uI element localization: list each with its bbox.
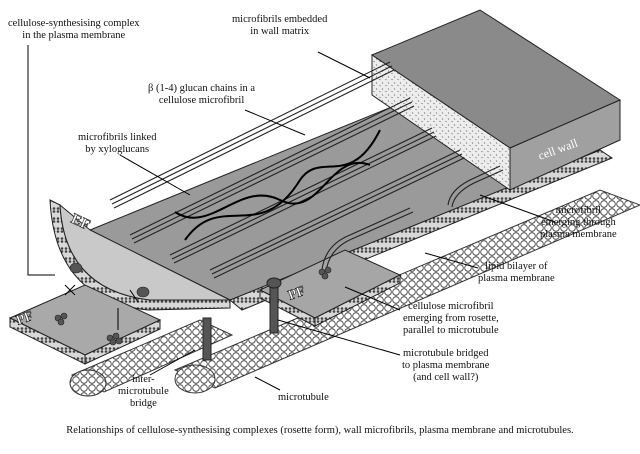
- label-microtubule-bridged: microtubule bridged to plasma membrane (…: [402, 348, 489, 384]
- label-inter-microtubule-bridge: inter- microtubule bridge: [118, 374, 169, 410]
- label-microtubule: microtubule: [278, 392, 329, 404]
- label-xyloglucans: microfibrils linked by xyloglucans: [78, 132, 156, 156]
- label-microfibrils-embedded: microfibrils embedded in wall matrix: [232, 14, 327, 38]
- label-csc: cellulose-synthesising complex in the pl…: [8, 18, 140, 42]
- label-rosette-microfibril: cellulose microfibril emerging from rose…: [403, 301, 499, 337]
- label-microfibril-emerging: microfibril emerging through plasma memb…: [540, 205, 617, 241]
- figure-caption: Relationships of cellulose-synthesising …: [0, 425, 640, 436]
- label-glucan-chains: β (1-4) glucan chains in a cellulose mic…: [148, 83, 255, 107]
- label-lipid-bilayer: lipid bilayer of plasma membrane: [478, 261, 555, 285]
